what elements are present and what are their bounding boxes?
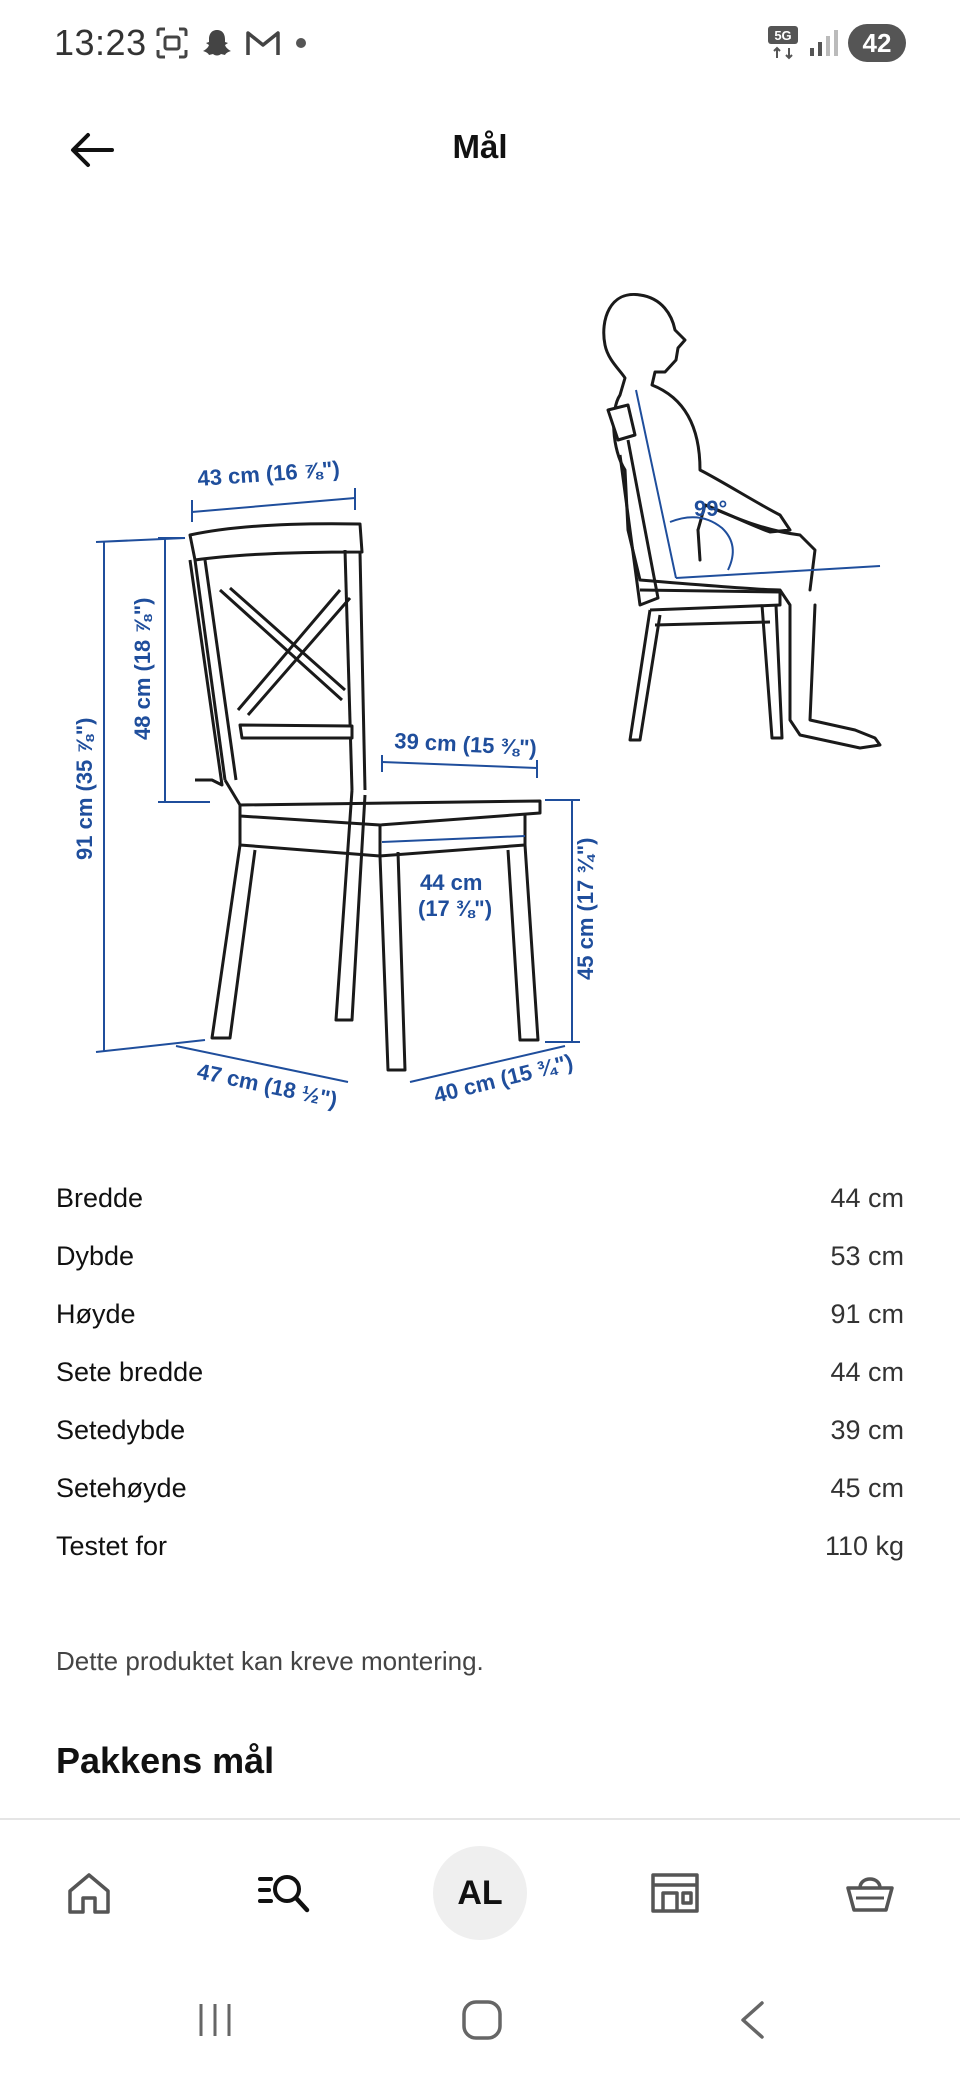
gmail-icon — [246, 31, 280, 55]
spec-row: Sete bredde 44 cm — [56, 1357, 904, 1415]
label-seat-depth: 39 cm (15 ⅜") — [394, 728, 538, 760]
spec-label: Høyde — [56, 1299, 136, 1329]
status-time: 13:23 — [54, 22, 147, 63]
store-icon — [651, 1873, 699, 1913]
dimensions-diagram: 43 cm (16 ⅞") 91 cm (35 ⅞") 48 cm (18 ⅞"… — [0, 260, 960, 1140]
nav-divider — [0, 1818, 960, 1820]
label-seat-width-1: 44 cm — [420, 870, 482, 895]
spec-table: Bredde 44 cm Dybde 53 cm Høyde 91 cm Set… — [56, 1183, 904, 1589]
label-depth-bottom: 47 cm (18 ½") — [195, 1058, 340, 1112]
spec-label: Sete bredde — [56, 1357, 204, 1387]
spec-row: Høyde 91 cm — [56, 1299, 904, 1357]
label-backrest-height: 48 cm (18 ⅞") — [130, 597, 155, 740]
dot-icon — [296, 38, 306, 48]
spec-label: Setedybde — [56, 1415, 186, 1445]
spec-label: Bredde — [56, 1183, 144, 1213]
screenshot-icon — [156, 27, 188, 59]
nav-home[interactable] — [41, 1845, 137, 1941]
system-nav-bar — [0, 1960, 960, 2080]
status-bar: 13:23 5G 42 — [0, 0, 960, 90]
label-width-bottom: 40 cm (15 ¾") — [431, 1049, 575, 1108]
svg-text:5G: 5G — [774, 28, 791, 43]
home-icon — [68, 1873, 110, 1914]
label-backrest-angle: 99° — [694, 496, 727, 521]
home-circle-icon — [462, 2000, 502, 2040]
header: Mål — [0, 100, 960, 200]
spec-row: Bredde 44 cm — [56, 1183, 904, 1241]
assembly-note: Dette produktet kan kreve montering. — [56, 1646, 484, 1676]
label-seat-height: 45 cm (17 ¾") — [573, 837, 598, 980]
nav-basket[interactable] — [822, 1845, 918, 1941]
spec-row: Dybde 53 cm — [56, 1241, 904, 1299]
angle-indicator — [635, 389, 881, 579]
nav-store[interactable] — [627, 1845, 723, 1941]
seated-person-drawing — [602, 293, 882, 750]
snapchat-icon — [203, 30, 231, 56]
chair-drawing — [188, 522, 542, 1072]
home-system-button[interactable] — [447, 1990, 517, 2050]
spec-value: 39 cm — [830, 1415, 904, 1445]
label-total-height: 91 cm (35 ⅞") — [72, 717, 97, 860]
recent-apps-icon — [199, 2004, 231, 2036]
page-title: Mål — [452, 128, 508, 165]
search-list-icon — [258, 1875, 310, 1913]
network-5g-icon: 5G — [768, 26, 798, 60]
spec-label: Testet for — [56, 1531, 168, 1561]
battery-indicator: 42 — [848, 24, 906, 62]
spec-value: 110 kg — [824, 1531, 904, 1561]
profile-avatar: AL — [433, 1846, 527, 1940]
chair-dimension-drawing: 43 cm (16 ⅞") 91 cm (35 ⅞") 48 cm (18 ⅞"… — [72, 293, 882, 1113]
spec-value: 44 cm — [830, 1183, 904, 1213]
label-width-top: 43 cm (16 ⅞") — [197, 456, 341, 491]
side-chair-drawing — [606, 403, 784, 742]
section-title-package: Pakkens mål — [56, 1740, 275, 1781]
status-right: 5G 42 — [768, 24, 906, 62]
arrow-left-icon — [71, 133, 114, 167]
spec-label: Dybde — [56, 1241, 135, 1271]
bottom-nav: AL — [0, 1820, 960, 1960]
spec-label: Setehøyde — [56, 1473, 187, 1503]
chevron-left-icon — [741, 2001, 764, 2039]
spec-value: 45 cm — [830, 1473, 904, 1503]
spec-value: 53 cm — [830, 1241, 904, 1271]
spec-row: Testet for 110 kg — [56, 1531, 904, 1589]
label-seat-width-2: (17 ⅜") — [418, 896, 492, 921]
nav-profile[interactable]: AL — [432, 1845, 528, 1941]
notification-icons — [155, 26, 309, 60]
spec-value: 91 cm — [830, 1299, 904, 1329]
basket-icon — [846, 1877, 894, 1912]
signal-icon — [810, 30, 838, 56]
back-button[interactable] — [62, 120, 122, 180]
spec-row: Setedybde 39 cm — [56, 1415, 904, 1473]
back-system-button[interactable] — [717, 1990, 787, 2050]
spec-row: Setehøyde 45 cm — [56, 1473, 904, 1531]
spec-value: 44 cm — [830, 1357, 904, 1387]
recent-apps-button[interactable] — [180, 1990, 250, 2050]
nav-search[interactable] — [236, 1845, 332, 1941]
dimension-lines — [95, 488, 580, 1083]
